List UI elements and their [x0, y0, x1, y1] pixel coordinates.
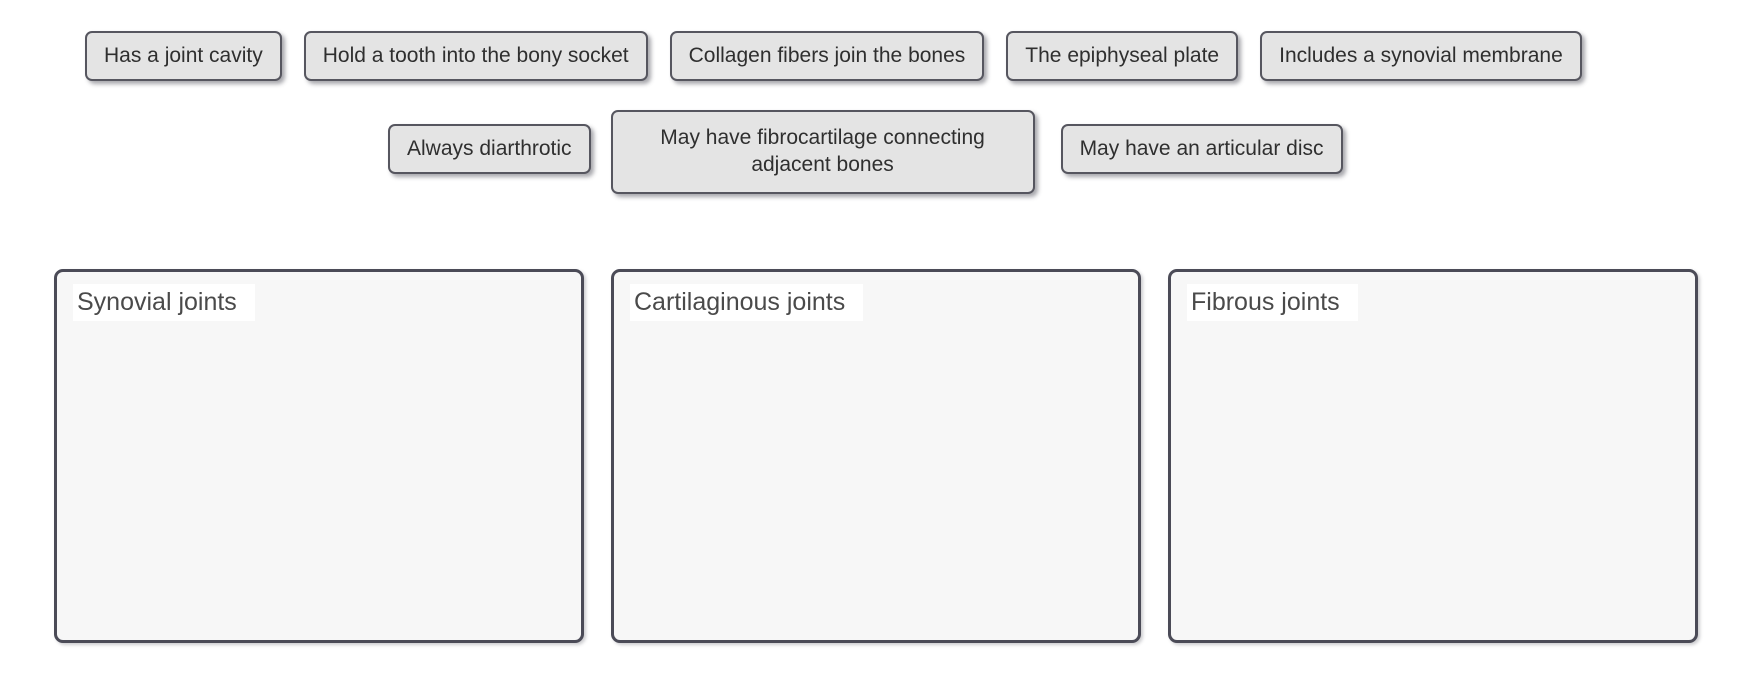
answer-tiles-row-2: Always diarthrotic May have fibrocartila… [388, 110, 1343, 194]
dropzone-label-synovial-joints: Synovial joints [73, 284, 255, 321]
draggable-tile-may-have-fibrocartilage-connecting-adjacent-bones[interactable]: May have fibrocartilage connecting adjac… [610, 110, 1035, 194]
dropzone-body-synovial-joints[interactable] [57, 324, 581, 640]
draggable-tile-always-diarthrotic[interactable]: Always diarthrotic [388, 124, 591, 174]
dropzone-label-fibrous-joints: Fibrous joints [1187, 284, 1358, 321]
dropzone-container: Synovial joints Cartilaginous joints Fib… [54, 269, 1698, 643]
answer-tiles-row-1: Has a joint cavity Hold a tooth into the… [85, 31, 1582, 81]
dropzone-body-fibrous-joints[interactable] [1171, 324, 1695, 640]
draggable-tile-the-epiphyseal-plate[interactable]: The epiphyseal plate [1006, 31, 1239, 81]
dropzone-body-cartilaginous-joints[interactable] [614, 324, 1138, 640]
dropzone-cartilaginous-joints[interactable]: Cartilaginous joints [611, 269, 1141, 643]
dropzone-fibrous-joints[interactable]: Fibrous joints [1168, 269, 1698, 643]
draggable-tile-may-have-an-articular-disc[interactable]: May have an articular disc [1060, 124, 1343, 174]
draggable-tile-collagen-fibers-join-the-bones[interactable]: Collagen fibers join the bones [669, 31, 985, 81]
draggable-tile-has-a-joint-cavity[interactable]: Has a joint cavity [85, 31, 282, 81]
dropzone-synovial-joints[interactable]: Synovial joints [54, 269, 584, 643]
draggable-tile-hold-a-tooth-into-the-bony-socket[interactable]: Hold a tooth into the bony socket [303, 31, 648, 81]
dropzone-label-cartilaginous-joints: Cartilaginous joints [630, 284, 864, 321]
draggable-tile-includes-a-synovial-membrane[interactable]: Includes a synovial membrane [1260, 31, 1582, 81]
